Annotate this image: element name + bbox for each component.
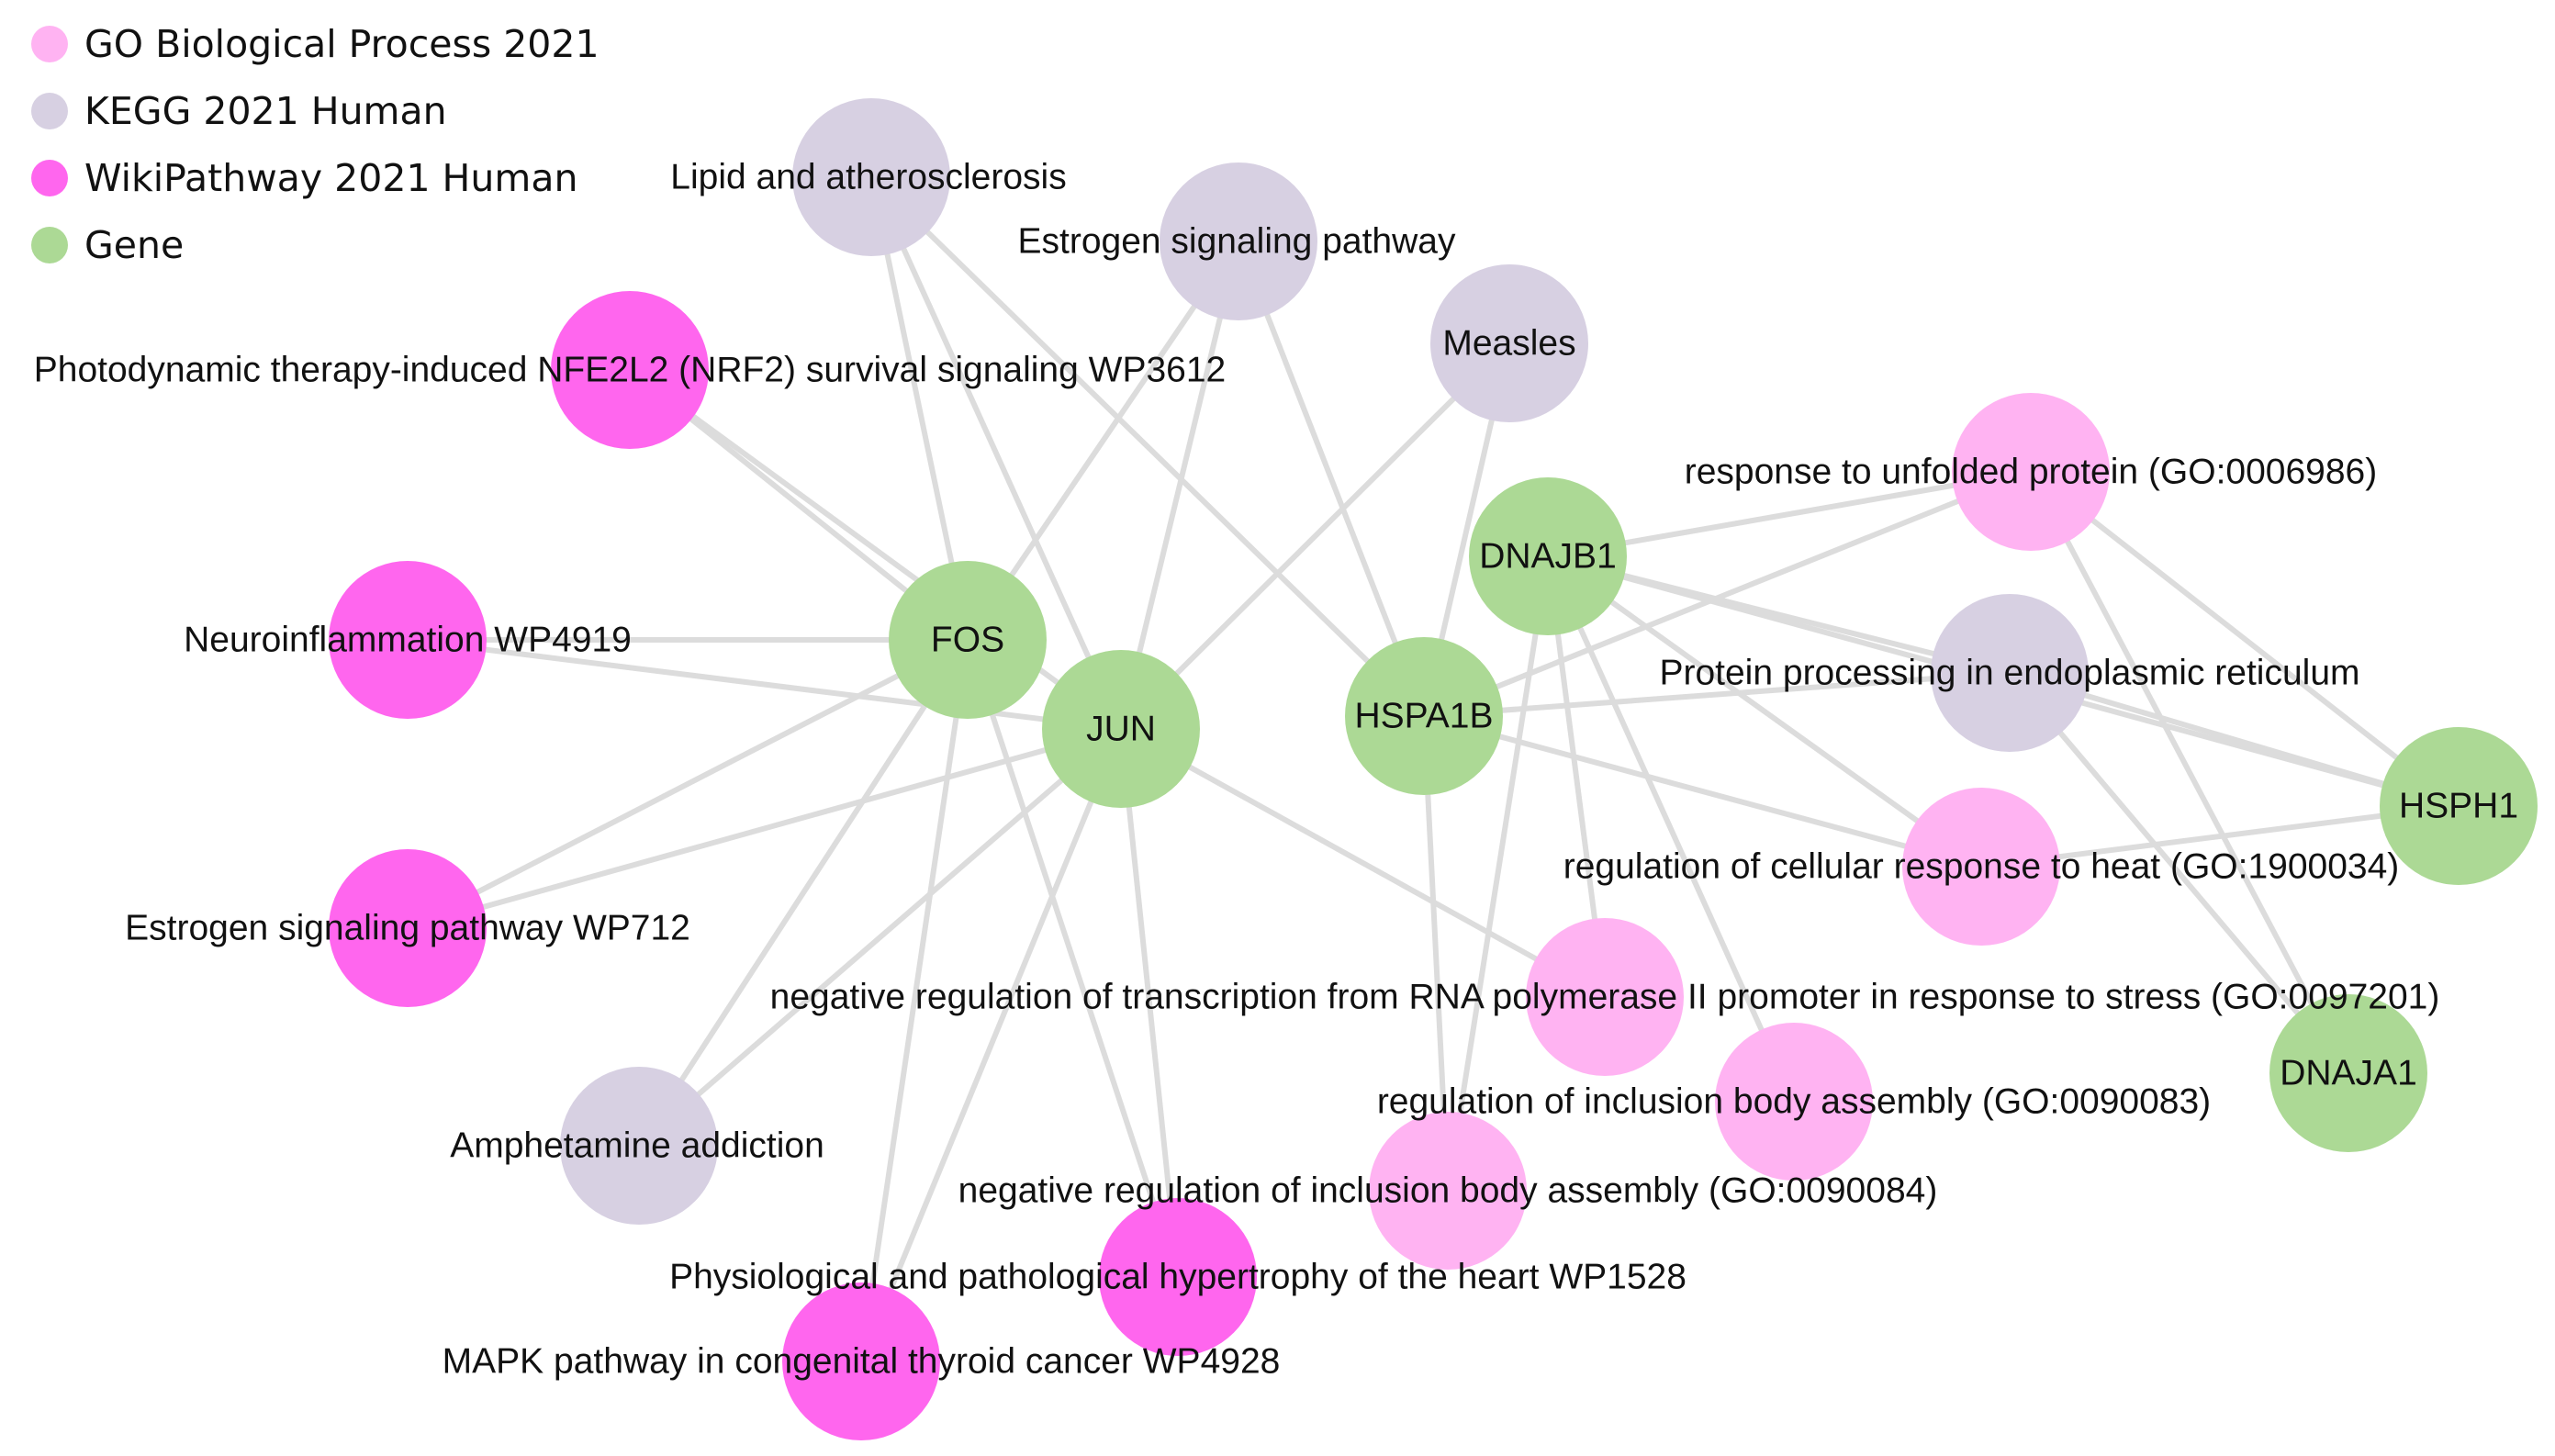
node-inclusion[interactable] <box>1715 1023 1873 1181</box>
edge-jun-lipid <box>868 175 1124 731</box>
node-hspa1b[interactable] <box>1345 637 1503 795</box>
legend-item-wiki: WikiPathway 2021 Human <box>31 156 577 200</box>
node-label-hsph1: HSPH1 <box>2399 787 2518 826</box>
legend-swatch-gene <box>31 227 68 263</box>
legend-item-kegg: KEGG 2021 Human <box>31 89 447 133</box>
node-label-protein-er: Protein processing in endoplasmic reticu… <box>1659 654 2359 693</box>
edge-fos-hypertrophy <box>965 639 1181 1278</box>
node-unfolded[interactable] <box>1952 393 2110 551</box>
node-label-measles: Measles <box>1442 324 1575 364</box>
edge-dnajb1-unfolded <box>1547 469 2032 559</box>
edge-dnaja1-unfolded <box>2028 470 2351 1075</box>
legend: GO Biological Process 2021 KEGG 2021 Hum… <box>31 22 600 267</box>
edge-jun-estrogen_kegg <box>1118 241 1241 730</box>
legend-label-wiki: WikiPathway 2021 Human <box>84 156 577 200</box>
legend-swatch-go <box>31 26 68 62</box>
edge-hspa1b-unfolded <box>1422 469 2033 719</box>
node-label-unfolded: response to unfolded protein (GO:0006986… <box>1685 453 2378 492</box>
edge-jun-estrogen_wp <box>407 726 1122 931</box>
edge-dnajb1-inclusion <box>1545 554 1797 1103</box>
node-label-estrogen-kegg: Estrogen signaling pathway <box>1018 222 1456 262</box>
edge-dnajb1-neg_inclusion <box>1445 555 1551 1192</box>
node-neg-inclusion[interactable] <box>1369 1112 1527 1270</box>
edge-fos-estrogen_wp <box>406 637 969 931</box>
legend-label-go: GO Biological Process 2021 <box>84 22 600 66</box>
node-label-neuroinflammation: Neuroinflammation WP4919 <box>184 621 632 660</box>
node-label-hspa1b: HSPA1B <box>1354 697 1493 736</box>
edge-dnajb1-cellular_heat <box>1546 554 1983 869</box>
edge-hsph1-cellular_heat <box>1980 803 2460 869</box>
node-lipid[interactable] <box>792 98 950 256</box>
edge-jun-neuroinflammation <box>407 637 1122 732</box>
node-dnaja1[interactable] <box>2269 994 2427 1152</box>
node-label-amphetamine: Amphetamine addiction <box>450 1126 824 1166</box>
node-label-lipid: Lipid and atherosclerosis <box>670 158 1066 197</box>
edge-jun-neg_transcription <box>1119 726 1607 1000</box>
legend-item-gene: Gene <box>31 223 184 267</box>
node-hsph1[interactable] <box>2380 727 2538 885</box>
node-photodynamic[interactable] <box>551 291 709 449</box>
node-label-dnajb1: DNAJB1 <box>1479 537 1617 577</box>
node-label-mapk: MAPK pathway in congenital thyroid cance… <box>443 1342 1281 1382</box>
legend-swatch-wiki <box>31 160 68 196</box>
legend-item-go: GO Biological Process 2021 <box>31 22 600 66</box>
node-label-estrogen-wp: Estrogen signaling pathway WP712 <box>125 909 690 948</box>
node-label-hypertrophy: Physiological and pathological hypertrop… <box>669 1258 1687 1297</box>
node-label-dnaja1: DNAJA1 <box>2280 1054 2417 1093</box>
node-label-fos: FOS <box>931 621 1004 660</box>
node-label-photodynamic: Photodynamic therapy-induced NFE2L2 (NRF… <box>34 351 1226 390</box>
node-fos[interactable] <box>889 561 1047 719</box>
edge-fos-mapk <box>858 639 970 1362</box>
edge-jun-amphetamine <box>637 726 1123 1148</box>
node-label-cellular-heat: regulation of cellular response to heat … <box>1563 847 2400 887</box>
edge-hspa1b-lipid <box>868 174 1427 719</box>
node-jun[interactable] <box>1042 650 1200 808</box>
node-mapk[interactable] <box>782 1282 940 1440</box>
edge-fos-amphetamine <box>636 638 970 1148</box>
node-dnajb1[interactable] <box>1469 477 1627 635</box>
node-label-inclusion: regulation of inclusion body assembly (G… <box>1377 1082 2211 1122</box>
edge-hspa1b-estrogen_kegg <box>1236 240 1427 718</box>
node-label-neg-inclusion: negative regulation of inclusion body as… <box>958 1171 1938 1211</box>
node-protein-er[interactable] <box>1931 594 2089 752</box>
node-amphetamine[interactable] <box>560 1067 718 1225</box>
legend-label-gene: Gene <box>84 223 184 267</box>
node-label-neg-transcription: negative regulation of transcription fro… <box>770 978 2440 1017</box>
legend-swatch-kegg <box>31 93 68 129</box>
edge-hspa1b-neg_inclusion <box>1421 715 1451 1192</box>
node-hypertrophy[interactable] <box>1099 1198 1257 1356</box>
node-estrogen-wp[interactable] <box>329 849 487 1007</box>
edge-jun-measles <box>1118 341 1512 732</box>
node-measles[interactable] <box>1430 264 1588 422</box>
edge-hsph1-unfolded <box>2029 469 2460 809</box>
node-neuroinflammation[interactable] <box>329 561 487 719</box>
node-label-jun: JUN <box>1086 710 1156 749</box>
legend-label-kegg: KEGG 2021 Human <box>84 89 447 133</box>
edge-jun-mapk <box>858 727 1124 1363</box>
edge-jun-hypertrophy <box>1118 728 1181 1278</box>
node-estrogen-kegg[interactable] <box>1160 162 1317 320</box>
node-cellular-heat[interactable] <box>1902 788 2060 946</box>
node-neg-transcription[interactable] <box>1526 918 1684 1076</box>
edge-dnaja1-protein_er <box>2007 671 2351 1075</box>
edge-fos-estrogen_kegg <box>965 240 1241 642</box>
edge-hspa1b-cellular_heat <box>1423 713 1982 869</box>
